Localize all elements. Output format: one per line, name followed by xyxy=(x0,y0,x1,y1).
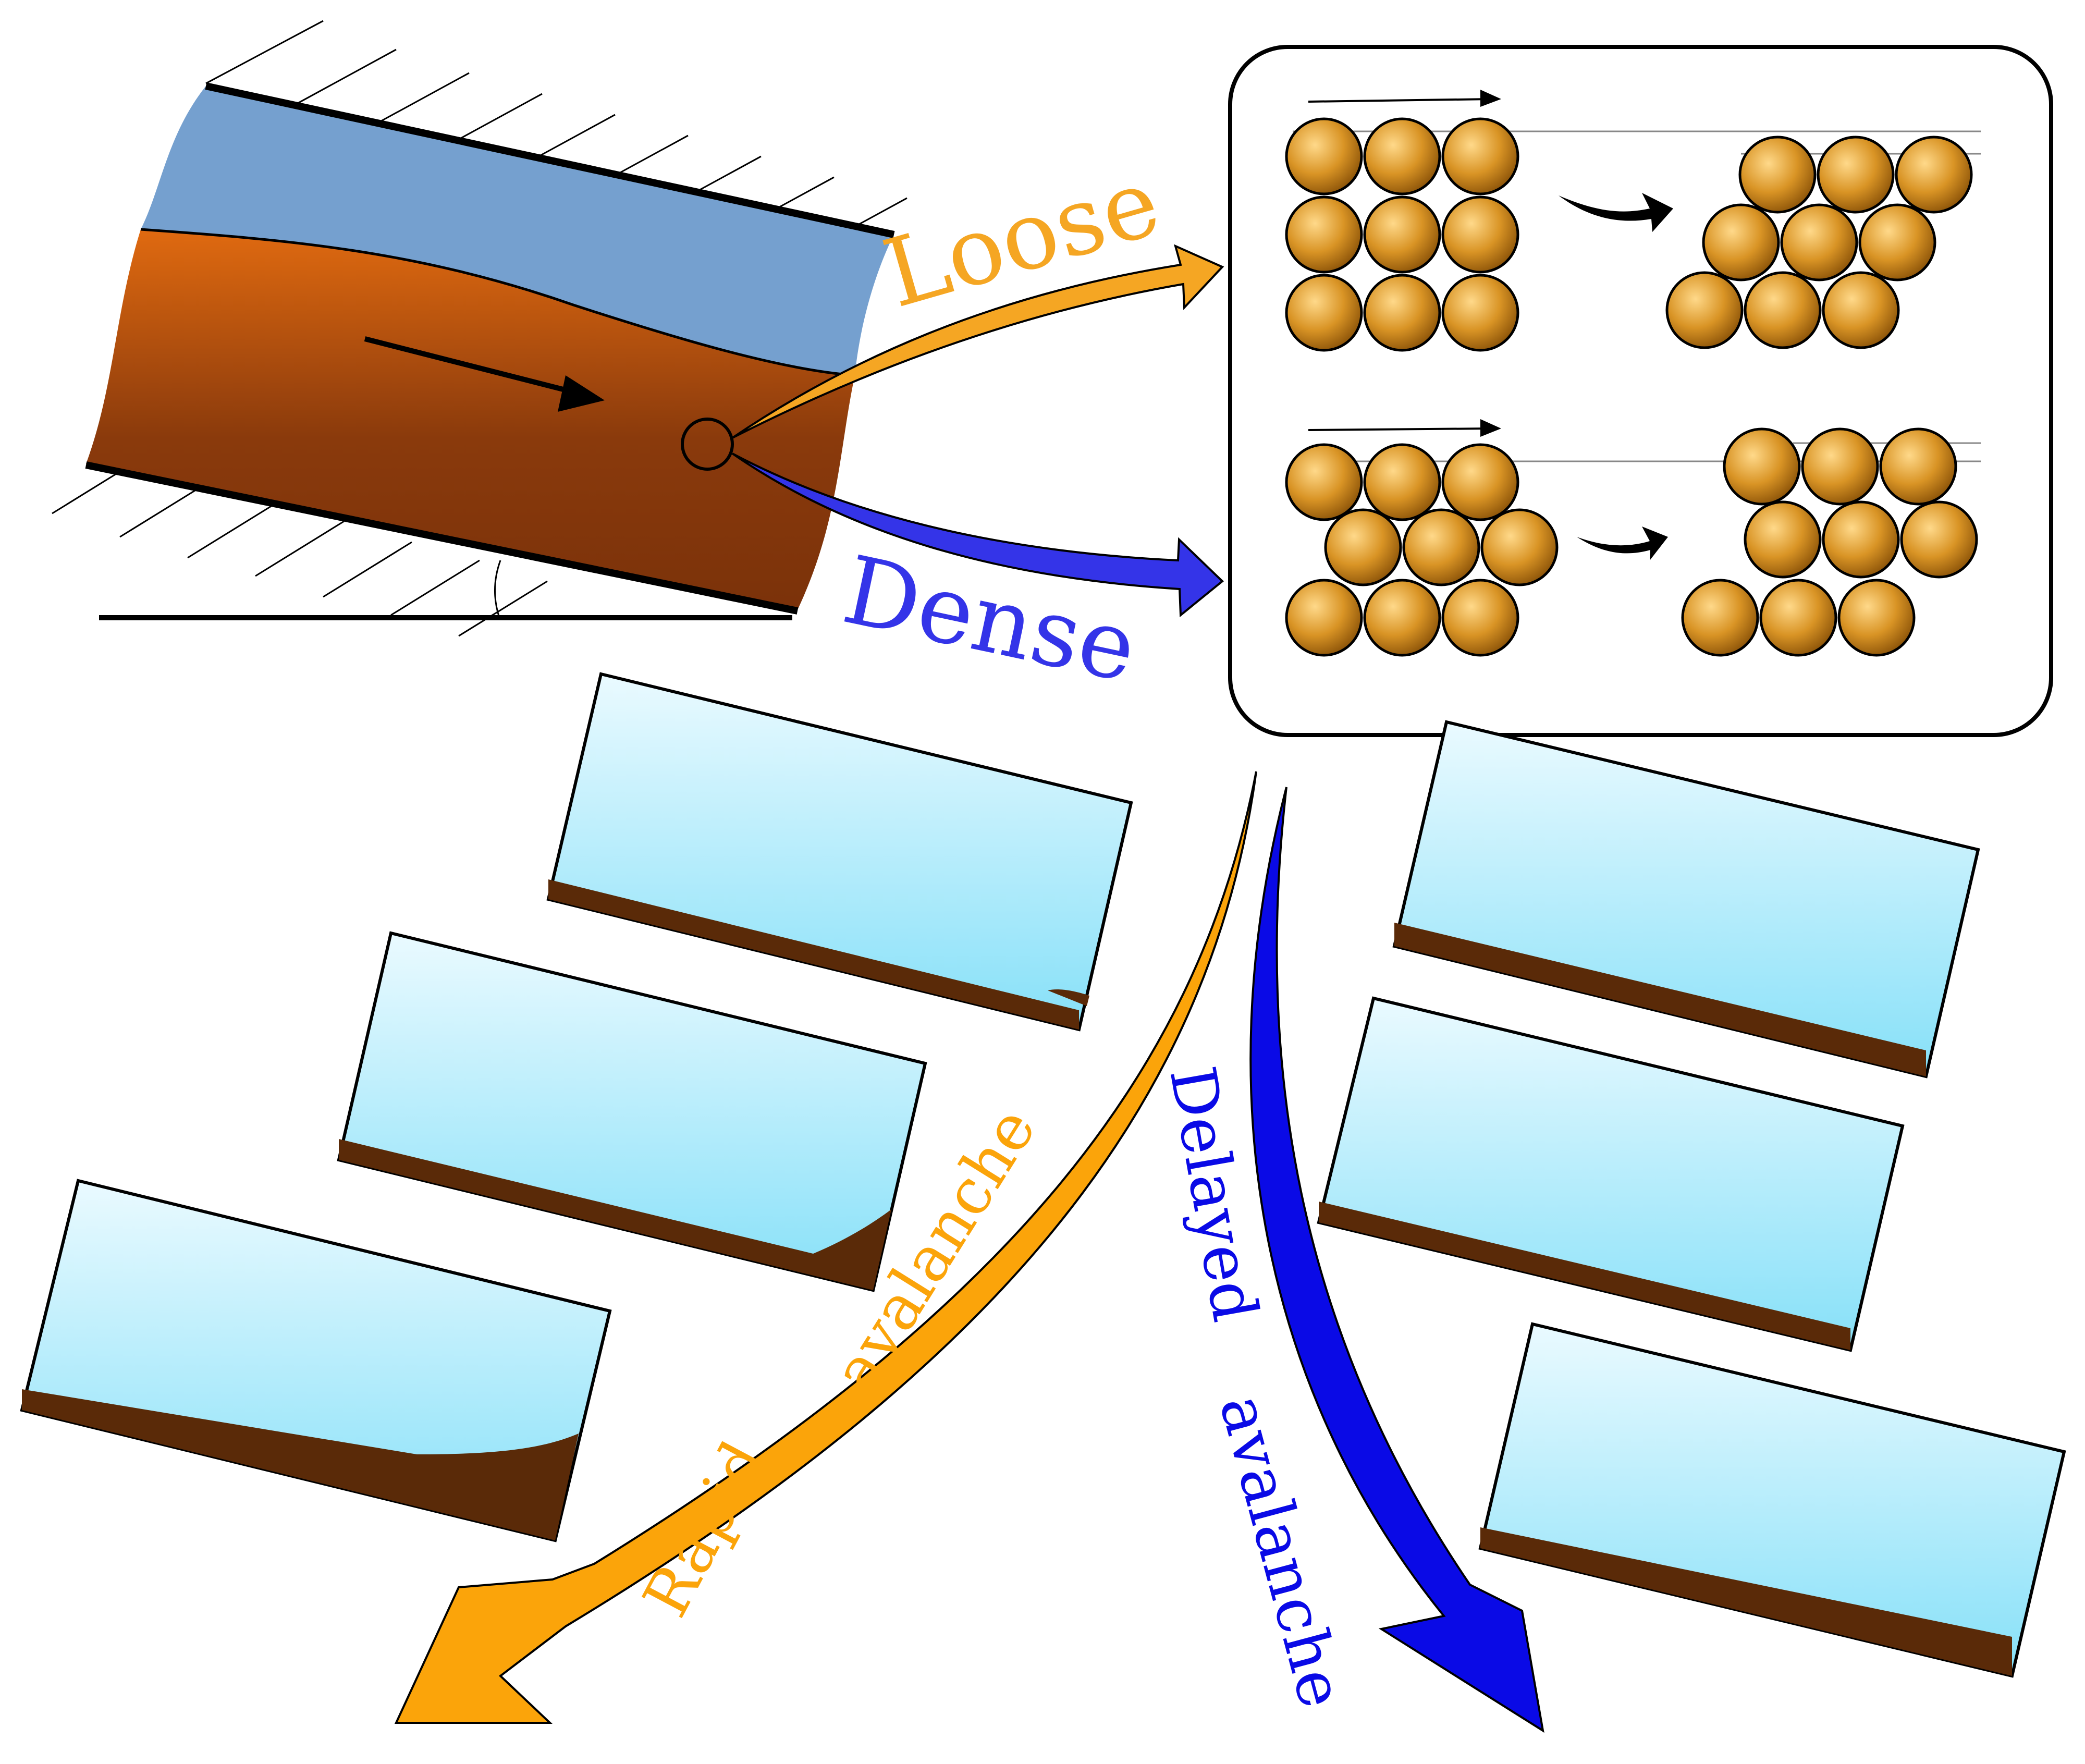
rapid-panel-2 xyxy=(337,931,927,1292)
loose-final-grains xyxy=(1665,136,1973,349)
rapid-panel-1 xyxy=(546,672,1133,1032)
loose-packing xyxy=(1285,90,1981,352)
sample-point-circle-icon xyxy=(681,418,734,471)
inclination-angle-arc xyxy=(494,560,501,618)
loose-arrow xyxy=(731,244,1224,439)
packing-box xyxy=(1228,45,2053,737)
dense-shear-arrow-icon xyxy=(1308,419,1501,437)
lower-wall xyxy=(85,461,799,615)
rapid-avalanche-arrow xyxy=(394,771,1257,1724)
water-layer xyxy=(141,86,894,375)
dense-rearrangement-curved-arrow-icon xyxy=(1577,526,1668,560)
flow-channel xyxy=(85,82,895,620)
loose-initial-grains xyxy=(1285,117,1519,352)
loose-rearrangement-curved-arrow-icon xyxy=(1559,193,1673,232)
dense-packing xyxy=(1285,419,1981,657)
delayed-panel-1 xyxy=(1392,720,1980,1079)
delayed-panel-2 xyxy=(1317,996,1905,1352)
dense-initial-grains xyxy=(1285,443,1559,657)
dense-arrow xyxy=(731,452,1224,618)
rapid-panel-3 xyxy=(20,1179,612,1542)
dense-final-grains xyxy=(1681,427,1978,657)
loose-shear-arrow-icon xyxy=(1308,90,1501,107)
upper-wall xyxy=(205,82,895,238)
delayed-avalanche-arrow xyxy=(1249,787,1544,1733)
sediment-layer xyxy=(86,229,855,610)
water-sediment-interface xyxy=(140,228,855,377)
flow-direction-arrow-icon xyxy=(364,336,605,412)
delayed-panel-3 xyxy=(1478,1322,2066,1678)
